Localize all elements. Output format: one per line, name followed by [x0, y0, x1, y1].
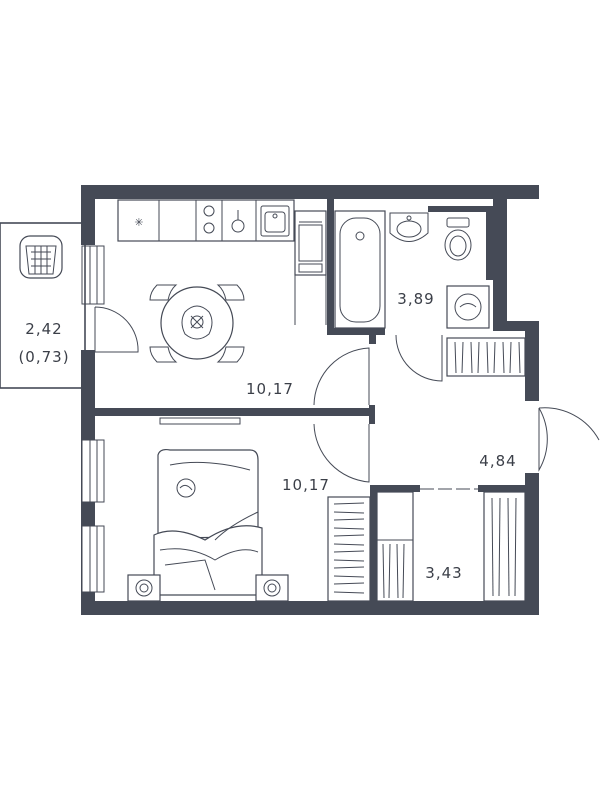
interior-walls	[95, 199, 525, 601]
wardrobe-icon	[446, 337, 526, 377]
svg-text:✳: ✳	[134, 216, 143, 229]
bathroom-area-label: 3,89	[397, 290, 434, 308]
storage-area-label: 3,43	[425, 564, 462, 582]
bathtub-icon	[334, 210, 386, 329]
kitchen-area-label: 10,17	[246, 380, 294, 398]
balcony-area-reduced-label: (0,73)	[18, 348, 69, 366]
windows	[81, 245, 139, 593]
sink-icon	[260, 205, 290, 237]
plant-icon	[19, 235, 63, 279]
kitchen: ✳	[117, 199, 370, 406]
storage: 3,43	[376, 491, 526, 602]
hallway: 4,84	[313, 337, 600, 490]
stove-icon	[203, 205, 215, 234]
bathroom: 3,89	[334, 210, 490, 382]
bedroom-area-label: 10,17	[282, 476, 330, 494]
washing-machine-icon	[446, 285, 490, 329]
balcony-area-label: 2,42	[25, 320, 62, 338]
lamp-icon	[231, 210, 245, 233]
balcony: 2,42 (0,73)	[0, 222, 86, 389]
toilet-icon	[444, 217, 472, 261]
hallway-area-label: 4,84	[479, 452, 516, 470]
bed-icon	[153, 448, 263, 596]
dining-table-icon	[149, 284, 245, 363]
sink-icon	[389, 212, 429, 242]
bedroom: 10,17	[127, 417, 371, 602]
